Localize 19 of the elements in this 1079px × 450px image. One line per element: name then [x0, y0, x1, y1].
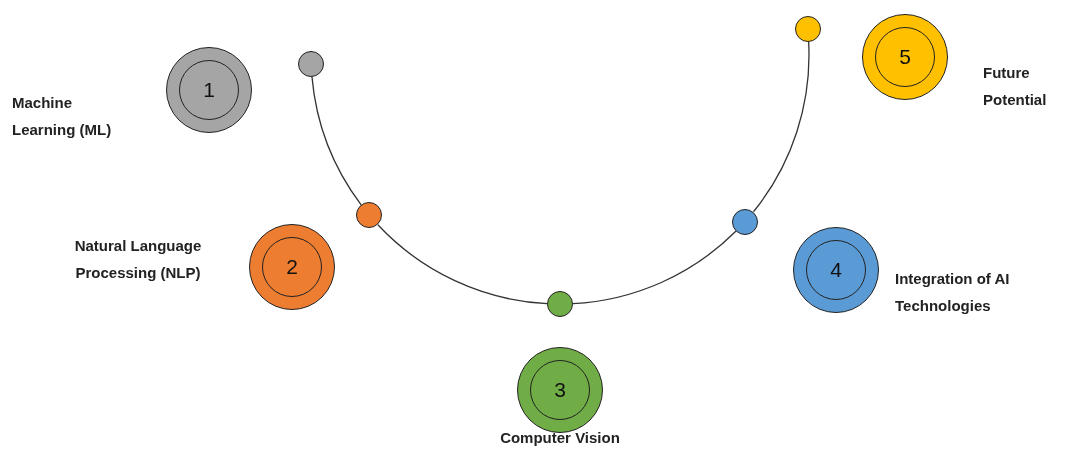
arc-connector [752, 41, 810, 213]
step-number: 5 [899, 45, 911, 69]
timeline-dot [356, 202, 383, 229]
timeline-dot [298, 50, 325, 77]
step-label: Computer Vision [499, 428, 621, 448]
step-label: Integration of AI Technologies [895, 269, 1011, 316]
step-label: Future Potential [983, 63, 1048, 110]
arc-connector [572, 230, 737, 305]
arc-connector [311, 76, 362, 206]
step-label: Natural Language Processing (NLP) [73, 236, 203, 283]
step-number: 4 [830, 258, 842, 282]
timeline-dot [732, 208, 759, 235]
step-number: 1 [203, 78, 215, 102]
arc-connector [377, 224, 548, 305]
step-number: 3 [554, 378, 566, 402]
step-label: Machine Learning (ML) [12, 93, 113, 140]
timeline-dot [547, 291, 573, 317]
step-number: 2 [286, 255, 298, 279]
timeline-dot [794, 15, 821, 42]
